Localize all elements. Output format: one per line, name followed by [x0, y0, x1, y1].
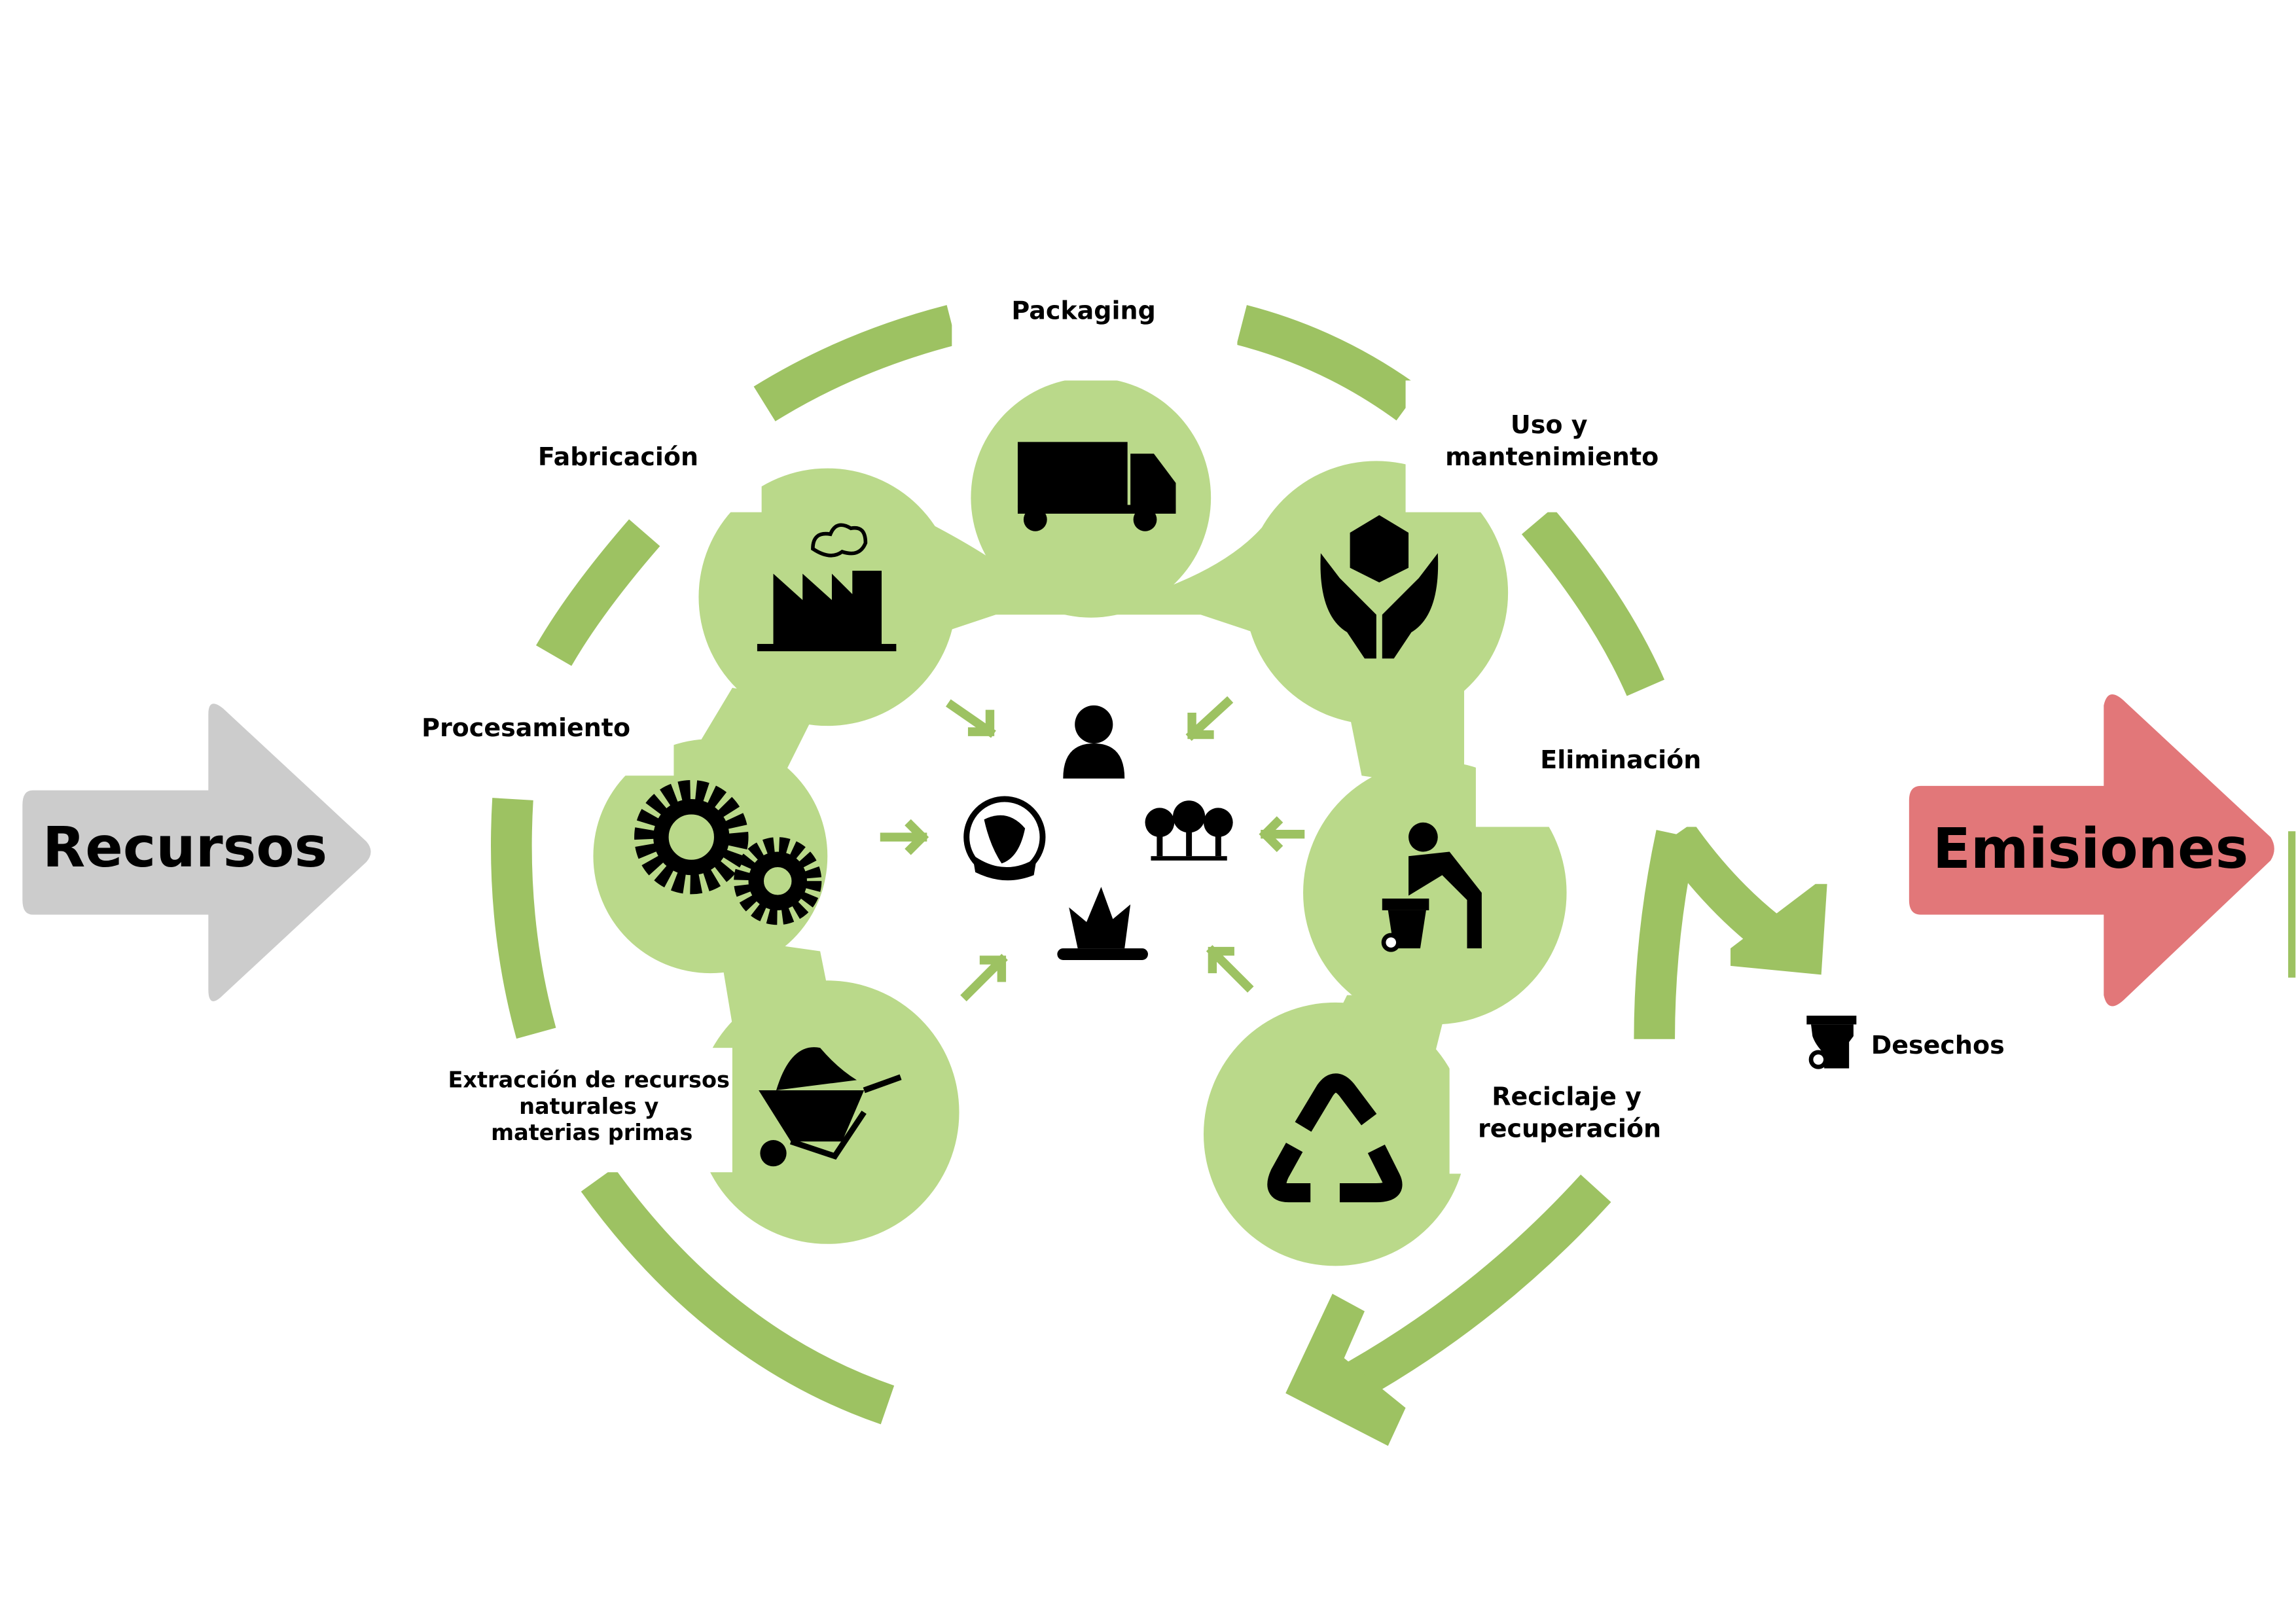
- stage-extraccion-label-3: materias primas: [491, 1120, 692, 1145]
- stage-extraccion-label-2: naturales y: [519, 1094, 658, 1119]
- trash-bin-icon: [1806, 1015, 1857, 1069]
- recursos-arrow: Recursos: [22, 704, 371, 1001]
- cycle-ring: [491, 305, 1827, 1446]
- emisiones-label: Emisiones: [1933, 817, 2248, 882]
- stage-extraccion-label-1: Extracción de recursos: [448, 1067, 730, 1093]
- stage-eliminacion-label: Eliminación: [1540, 745, 1701, 774]
- hands-box-icon: [1320, 515, 1439, 659]
- wheelbarrow-icon: [759, 1047, 902, 1167]
- impact-arrows: [880, 696, 1305, 1002]
- edge-mark: [2288, 831, 2296, 978]
- melting-globe-icon: [963, 796, 1046, 881]
- recycle-icon: [1267, 1073, 1403, 1203]
- stage-procesamiento-label: Procesamiento: [422, 713, 630, 742]
- stage-reciclaje-label-2: recuperación: [1478, 1115, 1661, 1143]
- person-disposing-trash-icon: [1381, 822, 1482, 952]
- stage-fabricacion-label: Fabricación: [538, 442, 698, 471]
- crystals-icon: [1057, 887, 1148, 960]
- desechos-label: Desechos: [1871, 1031, 2005, 1060]
- factory-icon: [757, 523, 897, 652]
- person-icon: [1063, 705, 1125, 779]
- truck-icon: [1017, 442, 1176, 531]
- stage-uso-label-2: mantenimiento: [1445, 442, 1659, 471]
- trees-icon: [1145, 800, 1233, 861]
- stage-uso-label-1: Uso y: [1511, 410, 1588, 439]
- emisiones-arrow: Emisiones: [1909, 694, 2274, 1007]
- stage-packaging-label: Packaging: [1011, 296, 1155, 325]
- stage-reciclaje-label-1: Reciclaje y: [1492, 1082, 1641, 1111]
- recursos-label: Recursos: [43, 815, 327, 880]
- gears-icon: [634, 779, 822, 925]
